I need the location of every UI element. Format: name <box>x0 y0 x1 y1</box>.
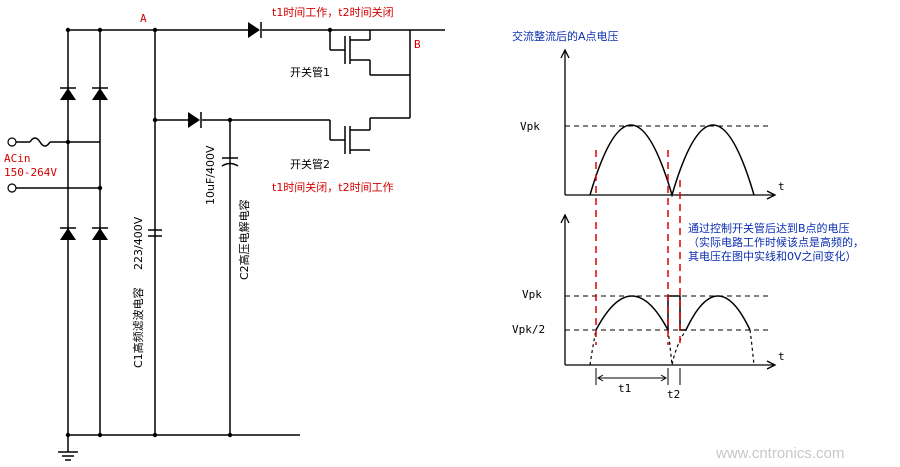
ac-input-range: 150-264V <box>4 166 57 179</box>
note-line-1: 通过控制开关管后达到B点的电压 <box>688 221 850 235</box>
ac-terminal-2 <box>7 183 17 193</box>
circuit <box>14 29 445 461</box>
top-peak-label: Vpk <box>520 120 540 133</box>
node-b-label: B <box>414 38 421 51</box>
watermark: www.cntronics.com <box>715 445 844 462</box>
note-line-3: 其电压在图中实线和0V之间变化） <box>688 249 857 263</box>
c1-name: C1高频滤波电容 <box>131 287 145 368</box>
diode-top-icon <box>248 22 260 38</box>
bridge-diodes <box>60 87 108 240</box>
switch1-timing: t1时间工作，t2时间关闭 <box>272 5 394 19</box>
diode-mid-icon <box>188 112 200 128</box>
ac-terminal-1 <box>7 137 17 147</box>
ground-icon <box>58 435 78 461</box>
diode-d3-icon <box>60 228 76 240</box>
c2-plate-bottom <box>221 162 239 167</box>
diode-d4-icon <box>92 228 108 240</box>
switch2-timing: t1时间关闭，t2时间工作 <box>272 180 394 194</box>
switch2-mosfet-icon <box>329 117 410 154</box>
bottom-wave-dashed <box>589 329 755 366</box>
c1-value: 223/400V <box>132 216 145 270</box>
time-markers <box>595 368 681 385</box>
diode-d1-icon <box>60 88 76 100</box>
diode-d2-icon <box>92 88 108 100</box>
t2-label: t2 <box>667 388 680 401</box>
note-line-2: （实际电路工作时候该点是高频的， <box>688 235 864 249</box>
t1-label: t1 <box>618 382 631 395</box>
bottom-peak-label: Vpk <box>522 288 542 301</box>
ac-input-label: ACin <box>4 152 31 165</box>
fuse-icon <box>29 137 51 147</box>
bottom-half-label: Vpk/2 <box>512 323 545 336</box>
switch2-label: 开关管2 <box>290 157 330 171</box>
top-t-label: t <box>778 180 785 193</box>
top-waveform-axes <box>560 48 777 200</box>
bottom-waveform-axes <box>560 213 777 370</box>
switch1-mosfet-icon <box>329 30 410 76</box>
c2-name: C2高压电解电容 <box>237 199 251 280</box>
series-diodes <box>188 22 262 128</box>
waveform-top-title: 交流整流后的A点电压 <box>512 29 619 43</box>
bottom-switch-pulse <box>667 295 686 331</box>
c2-value: 10uF/400V <box>204 145 217 205</box>
top-rectified-wave <box>589 124 755 198</box>
node-a-label: A <box>140 12 147 25</box>
switch1-label: 开关管1 <box>290 65 330 79</box>
bottom-wave-solid <box>595 295 751 331</box>
red-guides <box>595 150 681 345</box>
bottom-t-label: t <box>778 350 785 363</box>
junction-dots <box>65 27 333 438</box>
